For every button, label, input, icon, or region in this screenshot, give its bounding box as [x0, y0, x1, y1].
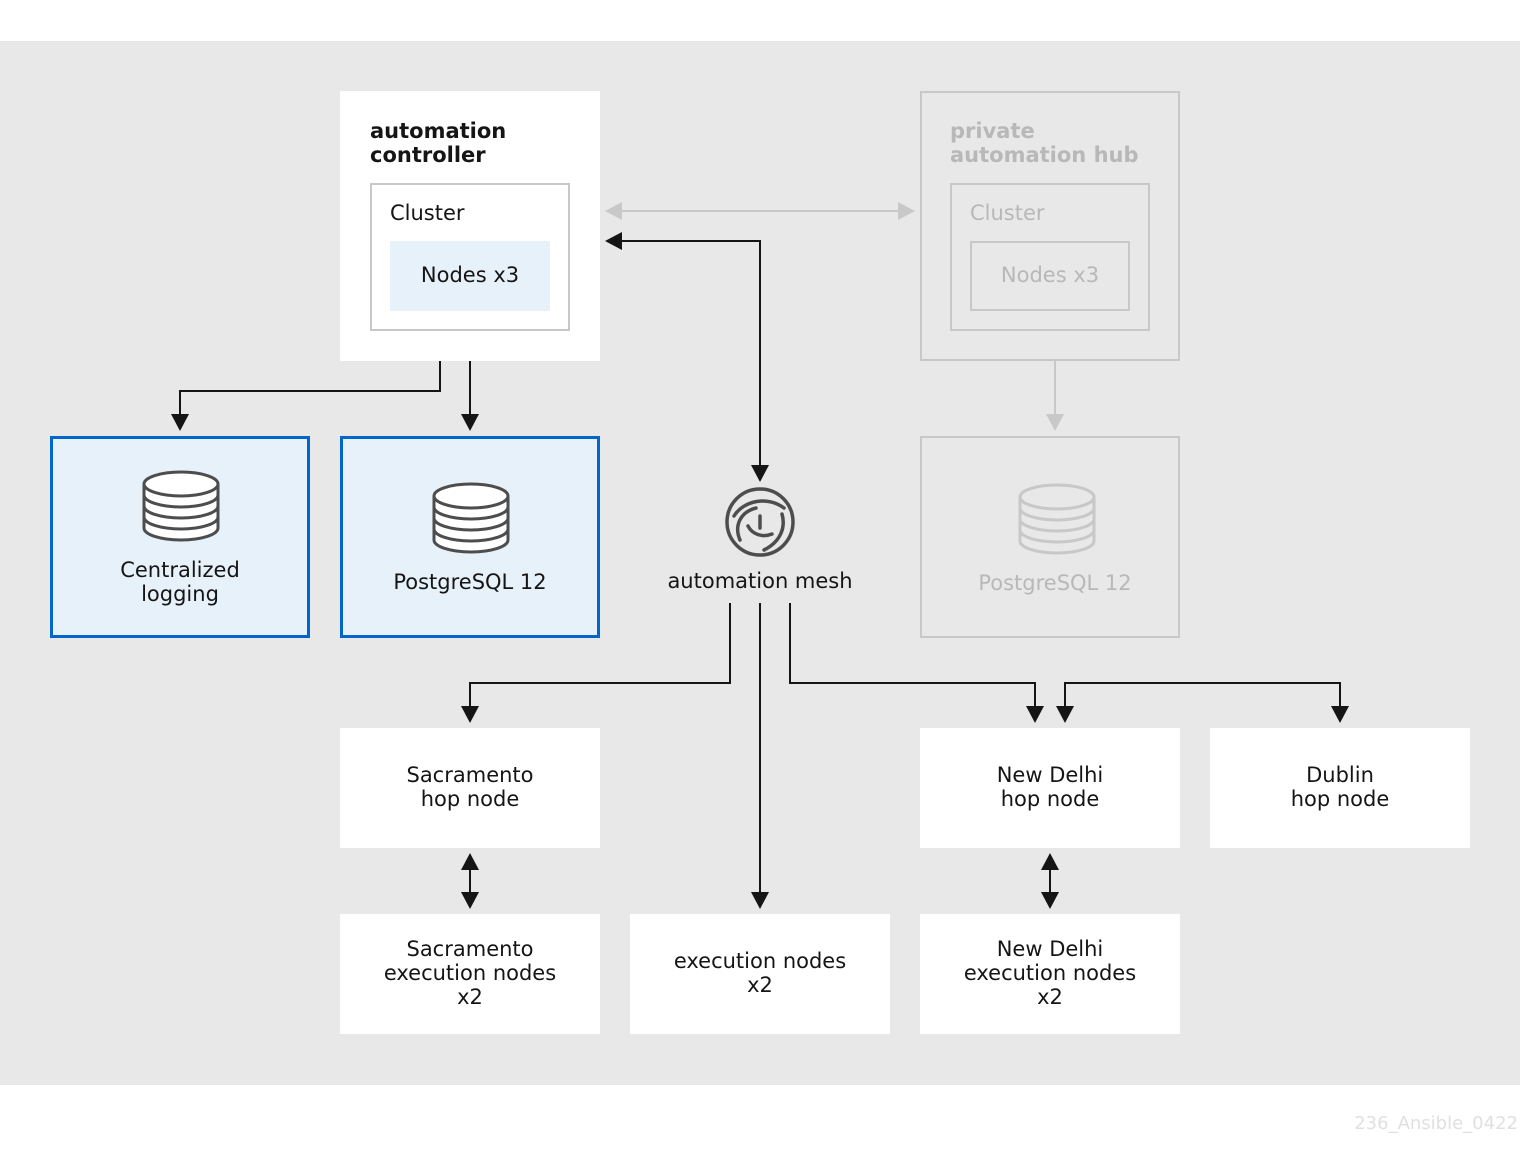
- dublin-hop-node: Dublin hop node: [1210, 728, 1470, 848]
- hub-title: private automation hub: [950, 119, 1139, 167]
- sacramento-hop-line2: hop node: [420, 787, 520, 811]
- newdelhi-hop-label: New Delhi hop node: [920, 763, 1180, 811]
- sacramento-hop-label: Sacramento hop node: [340, 763, 600, 811]
- newdelhi-execution-nodes: New Delhi execution nodes x2: [920, 914, 1180, 1034]
- hub-postgresql-box: PostgreSQL 12: [920, 436, 1180, 638]
- sacramento-exec-line1: Sacramento: [406, 937, 534, 961]
- arrow-mesh-to-sacramento: [469, 603, 731, 706]
- controller-cluster-label: Cluster: [390, 201, 465, 225]
- hub-nodes-box: Nodes x3: [970, 241, 1130, 311]
- centralized-logging-box: Centralized logging: [50, 436, 310, 638]
- sacramento-exec-label: Sacramento execution nodes x2: [340, 937, 600, 1009]
- arrow-mesh-to-newdelhi: [789, 603, 1036, 706]
- arrow-controller-mesh: [622, 240, 761, 465]
- figure-id: 236_Ansible_0422: [1354, 1113, 1518, 1134]
- newdelhi-hop-line2: hop node: [1000, 787, 1100, 811]
- hub-cluster-label: Cluster: [970, 201, 1045, 225]
- hub-cluster-box: Cluster Nodes x3: [950, 183, 1150, 331]
- sacramento-exec-line3: x2: [457, 985, 483, 1009]
- mesh-globe-icon: [725, 487, 795, 557]
- newdelhi-exec-line1: New Delhi: [996, 937, 1104, 961]
- controller-nodes-box: Nodes x3: [390, 241, 550, 311]
- controller-cluster-box: Cluster Nodes x3: [370, 183, 570, 331]
- database-icon: [432, 482, 510, 554]
- logging-label: Centralized logging: [53, 558, 307, 606]
- hub-postgresql-label: PostgreSQL 12: [978, 571, 1132, 595]
- postgresql-box: PostgreSQL 12: [340, 436, 600, 638]
- execution-nodes: execution nodes x2: [630, 914, 890, 1034]
- sacramento-exec-line2: execution nodes: [383, 961, 557, 985]
- hub-title-line2: automation hub: [950, 143, 1139, 167]
- controller-title-line1: automation: [370, 119, 507, 143]
- sacramento-hop-line1: Sacramento: [406, 763, 534, 787]
- newdelhi-hop-line1: New Delhi: [996, 763, 1104, 787]
- newdelhi-exec-label: New Delhi execution nodes x2: [920, 937, 1180, 1009]
- dublin-hop-label: Dublin hop node: [1210, 763, 1470, 811]
- sacramento-execution-nodes: Sacramento execution nodes x2: [340, 914, 600, 1034]
- arrow-newdelhi-dublin: [1064, 682, 1341, 706]
- newdelhi-exec-line2: execution nodes: [963, 961, 1137, 985]
- hub-nodes-label: Nodes x3: [1000, 263, 1100, 287]
- logging-label-line1: Centralized: [120, 558, 240, 582]
- dublin-hop-line2: hop node: [1290, 787, 1390, 811]
- hub-title-line1: private: [950, 119, 1035, 143]
- sacramento-hop-node: Sacramento hop node: [340, 728, 600, 848]
- database-icon: [1018, 483, 1096, 555]
- controller-title: automation controller: [370, 119, 506, 167]
- controller-title-line2: controller: [370, 143, 486, 167]
- automation-controller-box: automation controller Cluster Nodes x3: [340, 91, 600, 361]
- automation-mesh-label: automation mesh: [667, 569, 853, 593]
- private-automation-hub-box: private automation hub Cluster Nodes x3: [920, 91, 1180, 361]
- logging-label-line2: logging: [141, 582, 219, 606]
- postgresql-label: PostgreSQL 12: [393, 570, 547, 594]
- exec-nodes-line1: execution nodes: [673, 949, 847, 973]
- arrow-controller-to-logging: [179, 361, 441, 414]
- exec-nodes-line2: x2: [747, 973, 773, 997]
- controller-nodes-label: Nodes x3: [420, 263, 520, 287]
- newdelhi-hop-node: New Delhi hop node: [920, 728, 1180, 848]
- dublin-hop-line1: Dublin: [1306, 763, 1374, 787]
- database-icon: [142, 470, 220, 542]
- exec-nodes-label: execution nodes x2: [630, 949, 890, 997]
- newdelhi-exec-line3: x2: [1037, 985, 1063, 1009]
